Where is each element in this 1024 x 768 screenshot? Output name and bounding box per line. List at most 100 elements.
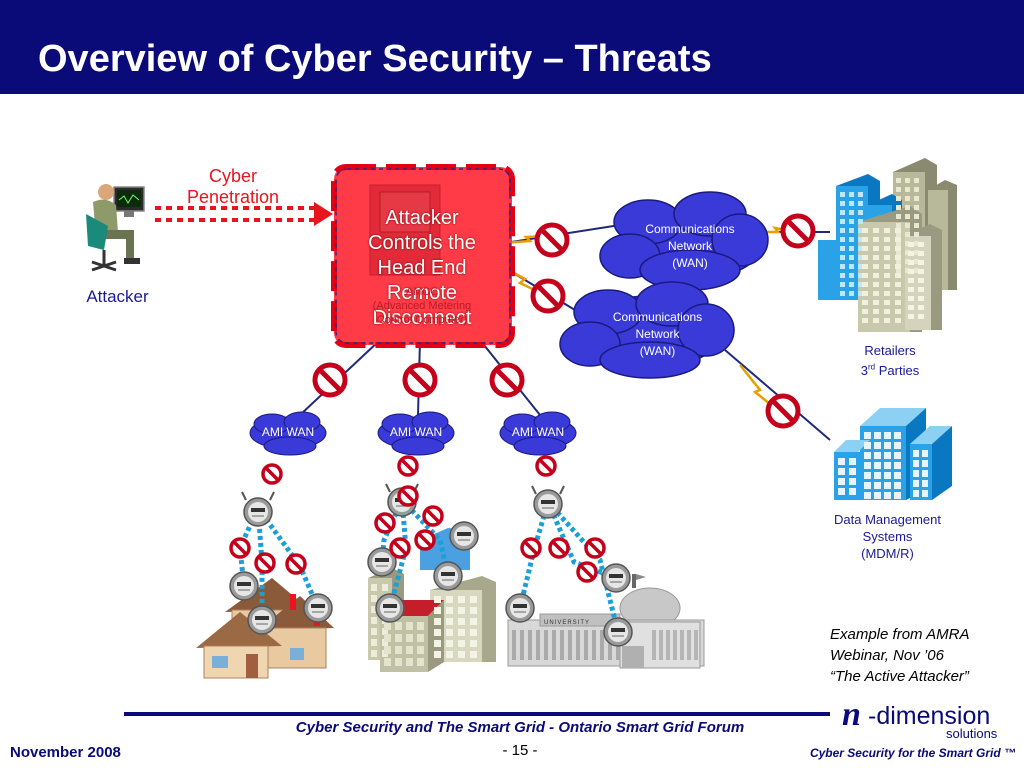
column <box>528 630 532 660</box>
blocked-icon <box>285 553 307 575</box>
building-window <box>874 492 881 499</box>
building-window <box>858 273 863 278</box>
commercial-windows <box>371 584 477 666</box>
building-window <box>382 639 388 646</box>
building-window <box>371 639 377 646</box>
building-window <box>406 622 413 630</box>
building-window <box>434 640 441 647</box>
amcc-overlay-text: Attacker Controls the Head End Remote Di… <box>368 207 476 329</box>
building-window <box>384 622 391 630</box>
cyber-penetration-arrow <box>155 202 333 226</box>
building-window <box>470 607 477 614</box>
building-window <box>873 300 879 305</box>
building-window <box>905 187 910 192</box>
mesh-link <box>255 507 265 620</box>
building-window <box>382 628 388 635</box>
building-window <box>884 432 891 439</box>
antenna <box>241 491 247 501</box>
building-window <box>371 617 377 624</box>
column <box>694 630 698 660</box>
building-window <box>884 282 890 287</box>
building-window <box>406 658 413 666</box>
building-window <box>858 246 863 251</box>
building-window <box>417 646 424 654</box>
building-window <box>913 460 919 467</box>
building-window <box>858 228 863 233</box>
attacker-figure <box>86 184 145 272</box>
building-window <box>908 305 914 310</box>
wan-cloud-2-label: Communications Network (WAN) <box>612 310 703 358</box>
building-window <box>862 282 868 287</box>
building-window <box>840 228 845 233</box>
building-window <box>905 178 910 183</box>
building-window <box>884 492 891 499</box>
meter-icon <box>505 593 535 623</box>
building-window <box>470 640 477 647</box>
logo-n-mark: n <box>842 696 861 733</box>
building-window <box>849 210 854 215</box>
building-window <box>406 646 413 654</box>
footer-title: Cyber Security and The Smart Grid - Onta… <box>295 719 745 736</box>
building-window <box>895 228 901 233</box>
building-window <box>840 273 845 278</box>
building-window <box>884 264 890 269</box>
building-window <box>894 462 901 469</box>
building-window <box>840 201 845 206</box>
blocked-icon <box>389 537 411 559</box>
building-window <box>894 492 901 499</box>
building-window <box>884 246 890 251</box>
building-window <box>905 205 910 210</box>
blocked-icon <box>422 505 444 527</box>
building-window <box>905 223 910 228</box>
building-window <box>862 318 868 323</box>
wan-cloud-2 <box>559 281 735 379</box>
building-window <box>864 432 871 439</box>
building-window <box>894 482 901 489</box>
university-columns <box>512 630 698 660</box>
building-window <box>371 650 377 657</box>
blocked-icon <box>397 485 419 507</box>
building-window <box>849 458 856 465</box>
retailers-line-1: Retailers <box>864 343 916 358</box>
building-window <box>895 237 901 242</box>
meter-icon <box>303 593 333 623</box>
building-window <box>914 196 919 201</box>
building-window <box>458 607 465 614</box>
building-window <box>458 640 465 647</box>
building-window <box>446 640 453 647</box>
building-window <box>895 291 901 296</box>
blocked-icon <box>261 463 283 485</box>
building-window <box>896 196 901 201</box>
building-window <box>446 651 453 658</box>
building-window <box>862 237 868 242</box>
building-window <box>908 314 914 319</box>
footer-divider <box>124 712 830 716</box>
blocked-icon <box>520 537 542 559</box>
building-window <box>395 646 402 654</box>
building-window <box>884 291 890 296</box>
building-window <box>895 264 901 269</box>
building-window <box>895 318 901 323</box>
building-window <box>840 264 845 269</box>
building-window <box>895 282 901 287</box>
building-window <box>458 651 465 658</box>
building-window <box>873 309 879 314</box>
building-window <box>371 628 377 635</box>
retailers-label: Retailers 3rd Parties <box>835 342 945 379</box>
building-window <box>873 255 879 260</box>
column <box>584 630 588 660</box>
building-window <box>864 472 871 479</box>
building-window <box>384 658 391 666</box>
building-window <box>884 442 891 449</box>
building-window <box>905 250 910 255</box>
building-window <box>862 246 868 251</box>
building-window <box>417 634 424 642</box>
building-window <box>849 219 854 224</box>
building-window <box>896 268 901 273</box>
building-window <box>395 634 402 642</box>
building-window <box>458 596 465 603</box>
column <box>652 630 656 660</box>
building-window <box>862 255 868 260</box>
building-window <box>896 214 901 219</box>
building-window <box>922 480 928 487</box>
